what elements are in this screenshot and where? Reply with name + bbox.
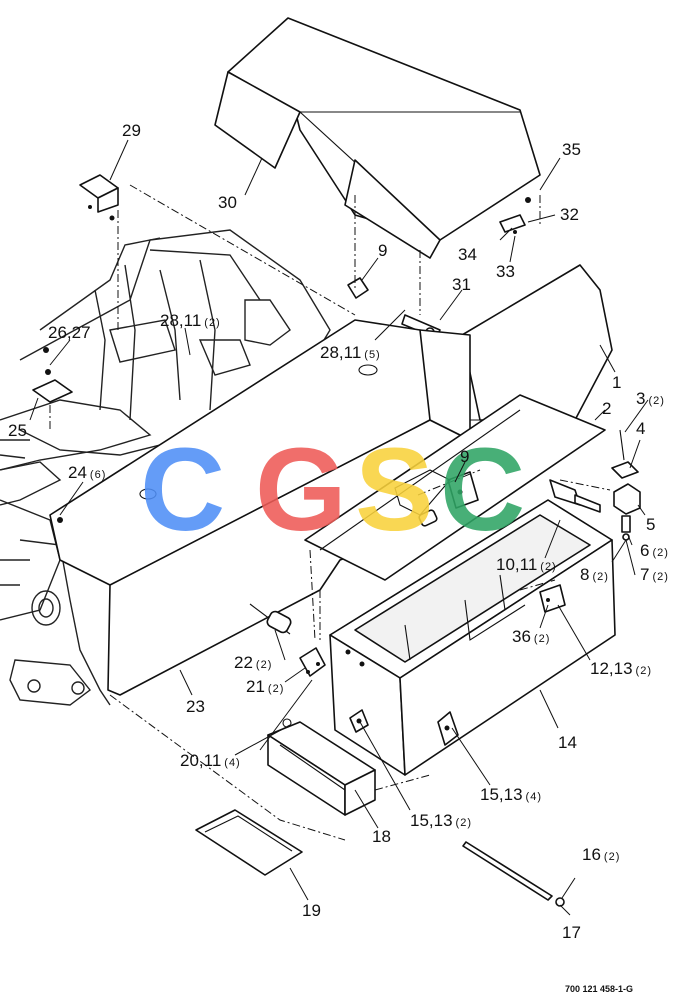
- callout-6: 6(2): [640, 541, 669, 560]
- watermark-letter-c1: C: [140, 424, 225, 556]
- callout-26-27: 26,27: [48, 323, 91, 342]
- callout-35: 35: [562, 140, 581, 159]
- callout-25: 25: [8, 421, 27, 440]
- callout-22: 22(2): [234, 653, 272, 672]
- callout-9-top: 9: [378, 241, 387, 260]
- latch-part-15-front: [437, 711, 459, 746]
- watermark-letter-s: S: [355, 424, 434, 556]
- tray-part-18: [267, 718, 376, 816]
- callout-2: 2: [602, 399, 611, 418]
- callout-16: 16(2): [582, 845, 620, 864]
- callout-1: 1: [612, 373, 621, 392]
- callout-36: 36(2): [512, 627, 550, 646]
- latch-hardware-parts-3-8: [611, 429, 641, 541]
- callout-28-11-a: 28,11(2): [160, 311, 221, 330]
- callout-18: 18: [372, 827, 391, 846]
- callout-15-13-a: 15,13(4): [480, 785, 542, 804]
- callout-3: 3(2): [636, 389, 665, 408]
- bracket-part-29: [79, 174, 119, 221]
- callout-12-13: 12,13(2): [590, 659, 652, 678]
- callout-32: 32: [560, 205, 579, 224]
- assembly-center-lines: [49, 184, 611, 841]
- mat-part-19: [195, 809, 303, 876]
- bracket-part-25: [32, 347, 73, 403]
- link-part-21: [299, 647, 326, 677]
- latch-parts-32-35: [499, 197, 531, 234]
- callout-4: 4: [636, 419, 645, 438]
- callout-30: 30: [218, 193, 237, 212]
- callout-20-11: 20,11(4): [180, 751, 241, 770]
- roller-part-22: [249, 603, 292, 635]
- watermark-letter-c2: C: [440, 424, 525, 556]
- watermark-letter-g: G: [255, 424, 347, 556]
- callout-labels: 29 30 9 31 35 32 34 33 26,27 28,11(2) 28…: [8, 121, 669, 942]
- callout-9-middle: 9: [460, 447, 469, 466]
- callout-28-11-b: 28,11(5): [320, 343, 381, 362]
- callout-23: 23: [186, 697, 205, 716]
- callout-24: 24(6): [68, 463, 106, 482]
- callout-33: 33: [496, 262, 515, 281]
- callout-19: 19: [302, 901, 321, 920]
- drawing-reference-number: 700 121 458-1-G: [565, 984, 633, 994]
- hinge-part-10: [549, 479, 601, 513]
- callout-10-11: 10,11(2): [496, 555, 557, 574]
- shield-part-23: [49, 319, 471, 696]
- callout-17: 17: [562, 923, 581, 942]
- watermark: C G S C: [140, 424, 525, 556]
- callout-5: 5: [646, 515, 655, 534]
- callout-14: 14: [558, 733, 577, 752]
- spring-latch-assembly: [394, 469, 451, 527]
- callout-15-13-b: 15,13(2): [410, 811, 472, 830]
- leader-lines: [29, 139, 649, 916]
- hinge-bracket-part-9-top: [347, 277, 369, 299]
- top-cover-part-30: [214, 17, 541, 259]
- callout-21: 21(2): [246, 677, 284, 696]
- callout-29: 29: [122, 121, 141, 140]
- callout-7: 7(2): [640, 565, 669, 584]
- rod-part-17: [462, 841, 565, 907]
- callout-8: 8(2): [580, 565, 609, 584]
- callout-34: 34: [458, 245, 477, 264]
- hinge-part-12: [539, 584, 566, 613]
- callout-31: 31: [452, 275, 471, 294]
- side-panel-part-1: [461, 264, 613, 421]
